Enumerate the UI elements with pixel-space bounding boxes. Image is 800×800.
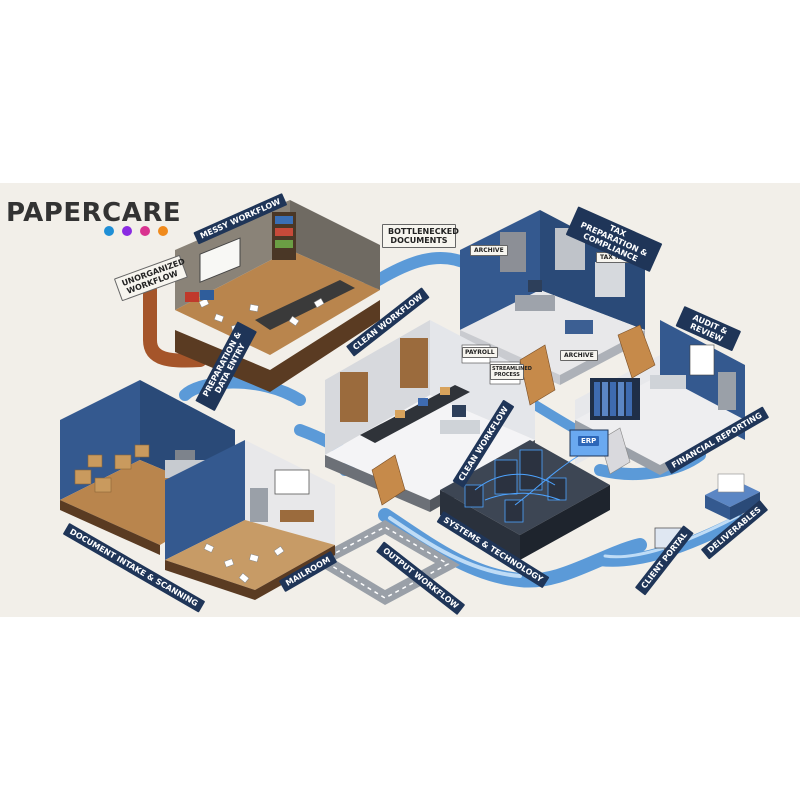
stairs-tax [617, 324, 656, 379]
clean-conveyor [360, 385, 470, 443]
mailroom-desk [280, 510, 314, 522]
audit-cabinet [718, 372, 736, 410]
messy-room-floor [175, 250, 380, 355]
label-archive-mid: ARCHIVE [560, 350, 598, 361]
audit-desk [650, 375, 686, 389]
tax-files-blue [565, 320, 593, 334]
network-cables [474, 454, 581, 506]
audit-checklist-board [689, 344, 715, 376]
systems-platform-right [520, 485, 610, 560]
conveyor-boxes [395, 387, 450, 418]
mailroom-papers [203, 543, 285, 584]
whiteboard [199, 237, 241, 283]
erp-screen [569, 429, 609, 457]
deliverables-stack [705, 473, 760, 520]
pipe-highlight-1 [388, 516, 522, 578]
mailroom-cabinet [250, 488, 268, 522]
messy-books-1 [275, 216, 293, 224]
messy-books-3 [275, 240, 293, 248]
label-streamlined-process: STREAMLINED PROCESS [490, 364, 532, 380]
messy-books-2 [275, 228, 293, 236]
pipe-left-to-intake [179, 376, 306, 406]
systems-platform-left [440, 490, 520, 560]
mailroom-floor [165, 520, 335, 590]
logo-dot-purple [122, 226, 132, 236]
tax-room-floor [460, 290, 645, 375]
systems-technology-platform [440, 429, 610, 560]
server-racks [464, 449, 567, 523]
papercare-logo: PAPERCARE [6, 198, 182, 228]
label-archive-top: ARCHIVE [470, 245, 508, 256]
messy-conveyor [255, 280, 355, 330]
intake-room-base [60, 500, 160, 555]
mailroom-whiteboard [274, 469, 310, 495]
messy-room-wall-right [290, 200, 380, 290]
logo-dot-magenta [140, 226, 150, 236]
clean-desk [440, 420, 480, 434]
label-erp: ERP [578, 436, 600, 446]
scattered-papers [198, 298, 325, 333]
cardboard-boxes [74, 444, 150, 493]
document-intake-room [60, 380, 235, 555]
tax-returns-boxes [595, 262, 625, 297]
track-dashes [320, 526, 450, 599]
clean-monitor [452, 405, 466, 417]
deliverables-paper [717, 473, 745, 493]
label-payroll: PAYROLL [462, 347, 498, 358]
stairs-center [371, 454, 406, 506]
wooden-stairs [371, 324, 656, 506]
logo-dots [104, 226, 168, 236]
scanner [175, 450, 195, 460]
pipe-rusty-left [143, 283, 207, 368]
binder-shelf [590, 378, 640, 420]
messy-binders [185, 290, 214, 302]
logo-dot-orange [158, 226, 168, 236]
tax-desk [515, 295, 555, 311]
logo-dot-blue [104, 226, 114, 236]
tax-monitor [528, 280, 542, 292]
label-bottlenecked-documents: BOTTLENECKED DOCUMENTS [382, 224, 459, 248]
clean-bookshelf-2 [400, 338, 428, 388]
pipe-bottleneck-top [364, 252, 476, 291]
clean-bookshelf-1 [340, 372, 368, 422]
stairs-right-top [519, 344, 556, 406]
